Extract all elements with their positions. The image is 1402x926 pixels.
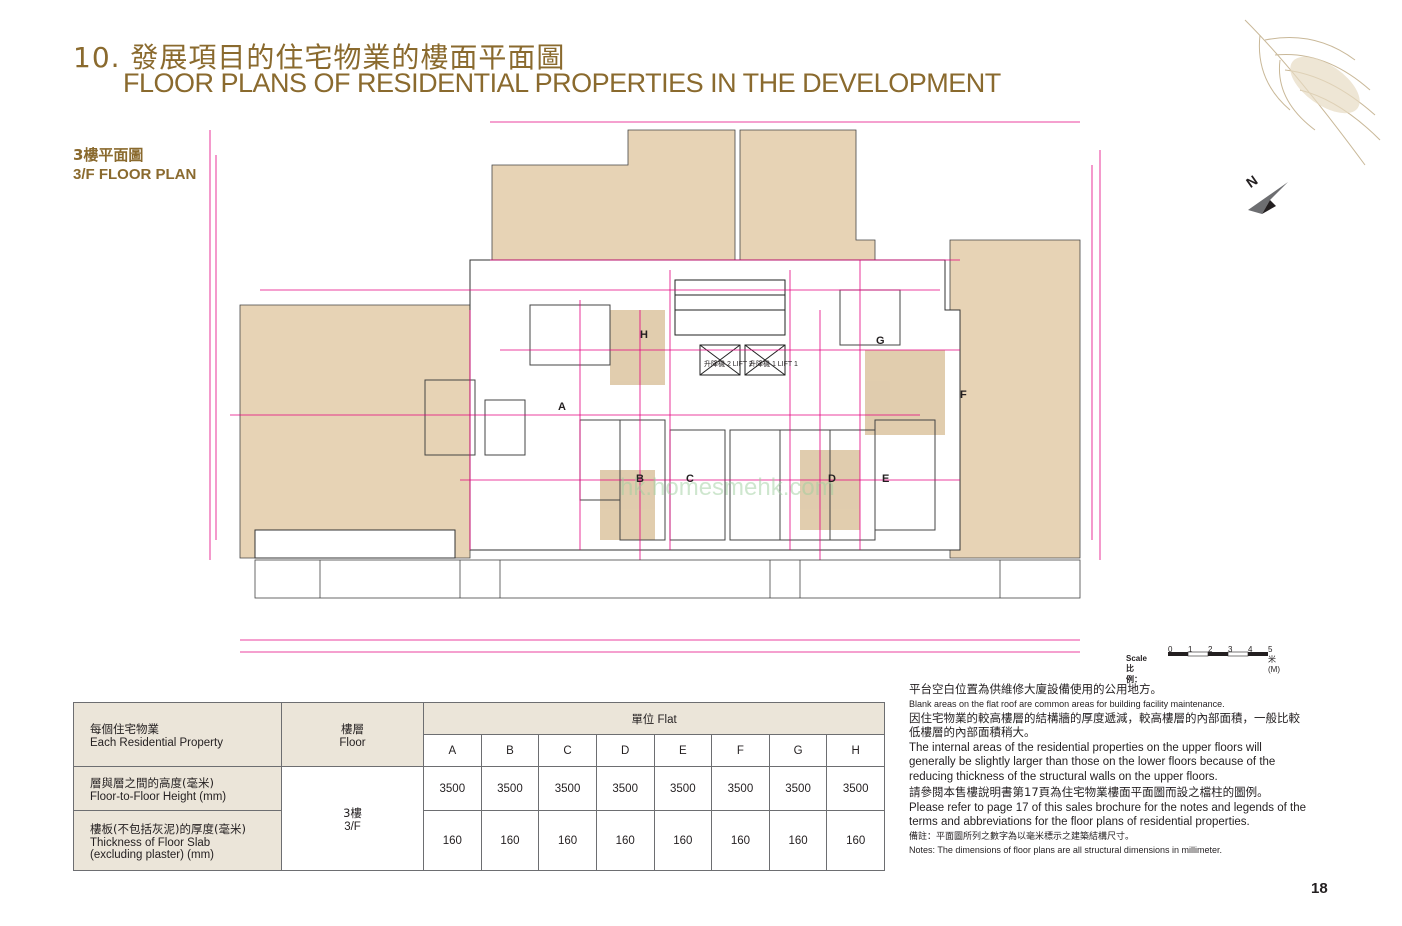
table-cell: 160 xyxy=(768,810,828,871)
table-cell: 160 xyxy=(480,810,540,871)
table-cell: 160 xyxy=(826,810,885,871)
note-4-en: Notes: The dimensions of floor plans are… xyxy=(909,844,1222,855)
flat-label-h: H xyxy=(640,329,648,341)
scale-tick-2: 2 xyxy=(1208,645,1213,654)
table-cell: 160 xyxy=(653,810,713,871)
notes-block: 平台空白位置為供維修大廈設備使用的公用地方。 Blank areas on th… xyxy=(909,682,1309,857)
table-cell: 160 xyxy=(711,810,770,871)
flat-col-a: A xyxy=(423,734,482,767)
table-cell: 3500 xyxy=(768,766,828,811)
table-cell: 160 xyxy=(538,810,597,871)
page-title-en: FLOOR PLANS OF RESIDENTIAL PROPERTIES IN… xyxy=(123,68,1001,98)
table-cell: 3500 xyxy=(653,766,713,811)
table-cell: 3500 xyxy=(826,766,885,811)
page-number: 18 xyxy=(1311,880,1328,897)
scale-tick-0: 0 xyxy=(1168,645,1173,654)
flat-col-g: G xyxy=(768,734,828,767)
col-header-flat: 單位 Flat xyxy=(423,702,885,735)
flat-label-g: G xyxy=(876,335,885,347)
flat-label-b: B xyxy=(636,473,644,485)
flat-label-a: A xyxy=(558,401,566,413)
scale-tick-5: 5米(M) xyxy=(1268,645,1280,674)
note-4-zh: 備註：平面圖所列之數字為以毫米標示之建築結構尺寸。 xyxy=(909,831,1135,842)
note-3-zh: 請參閱本售樓說明書第17頁為住宅物業樓面平面圖而設之檔柱的圖例。 xyxy=(909,785,1269,799)
floor-plan-title-zh: 3樓平面圖 xyxy=(73,146,144,164)
flat-col-d: D xyxy=(595,734,655,767)
page-title-zh: 10. 發展項目的住宅物業的樓面平面圖 xyxy=(73,41,566,74)
table-cell: 160 xyxy=(423,810,482,871)
table-cell: 3500 xyxy=(538,766,597,811)
note-1-en: Blank areas on the flat roof are common … xyxy=(909,698,1225,709)
floor-plan-drawing: A B C D E F G H 升降機 2 LIFT 2 升降機 1 LIFT … xyxy=(209,121,1101,653)
row-label-floor-height: 層與層之間的高度(毫米)Floor-to-Floor Height (mm) xyxy=(73,766,282,811)
feather-decoration-icon xyxy=(1244,19,1381,166)
flat-col-e: E xyxy=(653,734,713,767)
watermark: hk.homesmehk.com xyxy=(620,474,835,501)
flat-col-f: F xyxy=(711,734,770,767)
floor-plan-title-en: 3/F FLOOR PLAN xyxy=(73,166,197,183)
flat-label-e: E xyxy=(882,473,889,485)
table-cell: 3500 xyxy=(480,766,540,811)
scale-bar-graphic xyxy=(1168,651,1268,657)
note-3-en: Please refer to page 17 of this sales br… xyxy=(909,801,1307,829)
flat-col-b: B xyxy=(480,734,540,767)
flat-col-h: H xyxy=(826,734,885,767)
scale-tick-4: 4 xyxy=(1248,645,1253,654)
lift-1-label: 升降機 1 LIFT 1 xyxy=(749,359,798,368)
scale-label: Scale 比例： xyxy=(1126,654,1147,684)
north-arrow-icon: N xyxy=(1243,172,1288,214)
svg-text:N: N xyxy=(1243,172,1260,191)
note-2-en: The internal areas of the residential pr… xyxy=(909,741,1276,783)
table-cell: 3500 xyxy=(595,766,655,811)
flat-label-d: D xyxy=(828,473,836,485)
note-1-zh: 平台空白位置為供維修大廈設備使用的公用地方。 xyxy=(909,682,1162,696)
note-2-zh: 因住宅物業的較高樓層的結構牆的厚度遞減，較高樓層的內部面積，一般比較低樓層的內部… xyxy=(909,710,1300,740)
table-cell: 3500 xyxy=(711,766,770,811)
lift-2-label: 升降機 2 LIFT 2 xyxy=(704,359,753,368)
scale-tick-1: 1 xyxy=(1188,645,1193,654)
flat-label-c: C xyxy=(686,473,694,485)
table-cell: 3500 xyxy=(423,766,482,811)
scale-tick-3: 3 xyxy=(1228,645,1233,654)
flat-col-c: C xyxy=(538,734,597,767)
row-label-slab-thickness: 樓板(不包括灰泥)的厚度(毫米)Thickness of Floor Slab(… xyxy=(73,810,282,871)
flat-label-f: F xyxy=(960,389,967,401)
table-cell: 160 xyxy=(595,810,655,871)
